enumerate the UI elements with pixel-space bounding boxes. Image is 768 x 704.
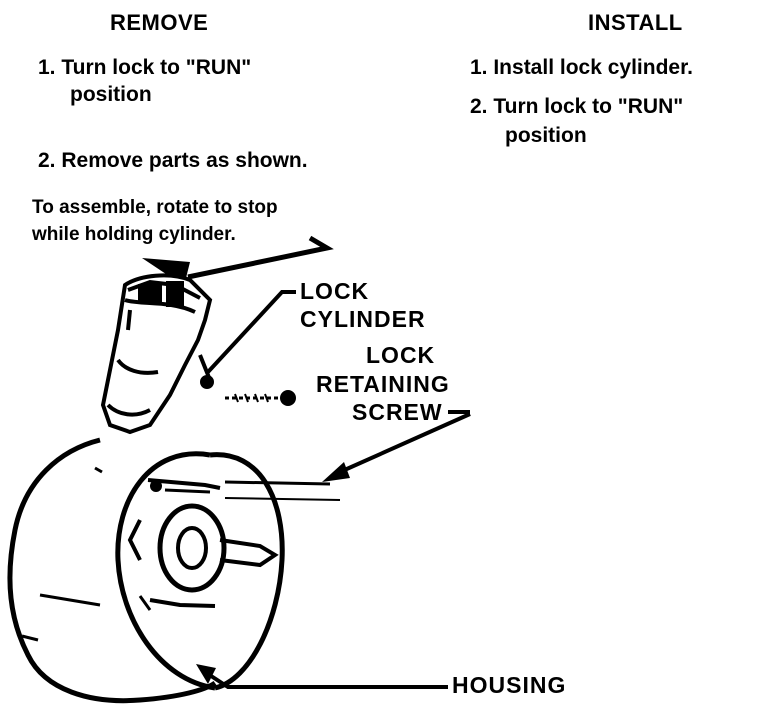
- install-heading: INSTALL: [588, 10, 683, 35]
- label-housing: HOUSING: [452, 672, 567, 698]
- remove-step-1-line-1: 1. Turn lock to "RUN": [38, 56, 252, 79]
- retaining-screw-part: [225, 390, 296, 406]
- install-step-2-line-2: position: [505, 124, 587, 147]
- assembly-note-line-2: while holding cylinder.: [32, 224, 236, 245]
- remove-heading: REMOVE: [110, 10, 209, 35]
- label-lock-cylinder-line-1: LOCK: [300, 278, 370, 304]
- lock-cylinder-leader: [206, 290, 296, 374]
- assembly-note-line-1: To assemble, rotate to stop: [32, 197, 278, 218]
- label-retaining-screw-line-1: LOCK: [366, 342, 436, 368]
- label-retaining-screw-line-3: SCREW: [352, 399, 443, 425]
- retaining-screw-leader: [322, 410, 471, 482]
- install-step-2-line-1: 2. Turn lock to "RUN": [470, 95, 684, 118]
- label-retaining-screw-line-2: RETAINING: [316, 371, 450, 397]
- lock-cylinder-part: [100, 273, 214, 435]
- housing-leader: [196, 664, 448, 689]
- remove-step-2: 2. Remove parts as shown.: [38, 149, 308, 172]
- label-lock-cylinder-line-2: CYLINDER: [300, 306, 426, 332]
- remove-step-1-line-2: position: [70, 83, 152, 106]
- install-step-1: 1. Install lock cylinder.: [470, 56, 693, 79]
- housing-part: [7, 437, 341, 704]
